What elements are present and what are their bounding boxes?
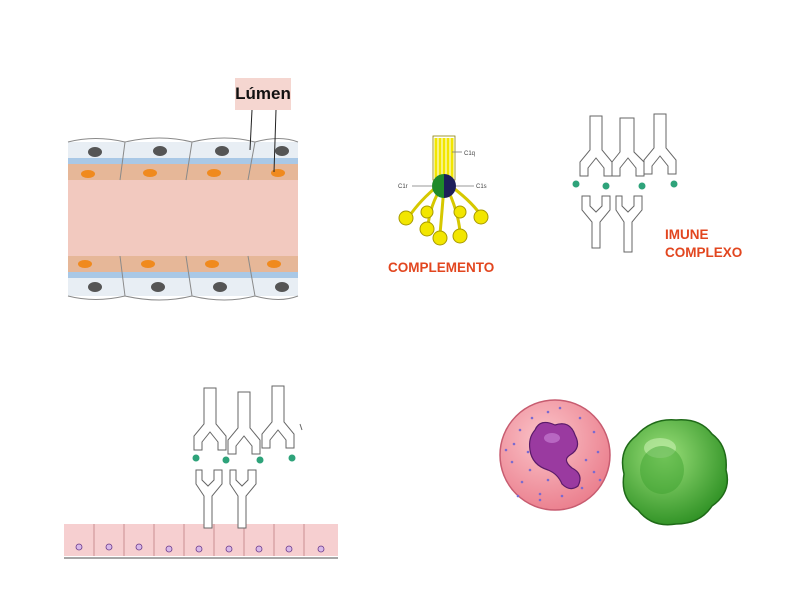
immune-complex-label-line1: IMUNE	[665, 227, 709, 242]
complement-head	[453, 205, 467, 219]
complement-head	[398, 210, 414, 226]
upper-endothelium	[68, 142, 298, 162]
c1s-label: C1s	[476, 184, 487, 190]
nucleus-orange	[267, 260, 281, 268]
nucleus-gray	[215, 146, 229, 156]
antigen	[288, 454, 296, 462]
nucleus-orange	[78, 260, 92, 268]
complement-head	[432, 230, 448, 246]
antigen	[572, 180, 580, 188]
neutrophil	[499, 399, 611, 511]
complement-c1r	[432, 174, 444, 198]
lower-endothelium	[68, 278, 298, 296]
nucleus-gray	[88, 282, 102, 292]
c1r-label: C1r	[398, 184, 408, 190]
nucleus-gray	[88, 147, 102, 157]
lumen-pointer	[273, 109, 277, 173]
antigen	[256, 456, 264, 464]
complement-head	[419, 221, 435, 237]
nucleus-gray	[213, 282, 227, 292]
green-cell	[621, 419, 729, 526]
nucleus-orange	[141, 260, 155, 268]
antigen	[192, 454, 200, 462]
nucleus-gray	[275, 282, 289, 292]
vessel-lumen-band	[68, 178, 298, 258]
lower-smooth-muscle	[68, 256, 298, 272]
antigen	[638, 182, 646, 190]
complement-c1s	[444, 174, 456, 198]
nucleus-orange	[205, 260, 219, 268]
lower-blue-line	[68, 272, 298, 278]
antigen	[670, 180, 678, 188]
nucleus-orange	[81, 170, 95, 178]
neutrophil-nucleus	[528, 421, 581, 490]
complement-label: COMPLEMENTO	[388, 260, 495, 275]
c1q-label: C1q	[464, 151, 475, 157]
complement-head	[420, 205, 434, 219]
complement-head	[473, 209, 489, 225]
nucleus-orange	[207, 169, 221, 177]
antigen	[602, 182, 610, 190]
immune-complex-label-line2: COMPLEXO	[665, 245, 743, 260]
nucleus-orange	[143, 169, 157, 177]
upper-smooth-muscle	[68, 164, 298, 180]
nucleus-gray	[151, 282, 165, 292]
antigen	[222, 456, 230, 464]
complement-head	[452, 228, 468, 244]
upper-blue-line	[68, 158, 298, 164]
lumen-label: Lúmen	[235, 78, 291, 110]
lumen-pointer	[249, 109, 253, 151]
nucleus-gray	[153, 146, 167, 156]
nucleus-gray	[275, 146, 289, 156]
